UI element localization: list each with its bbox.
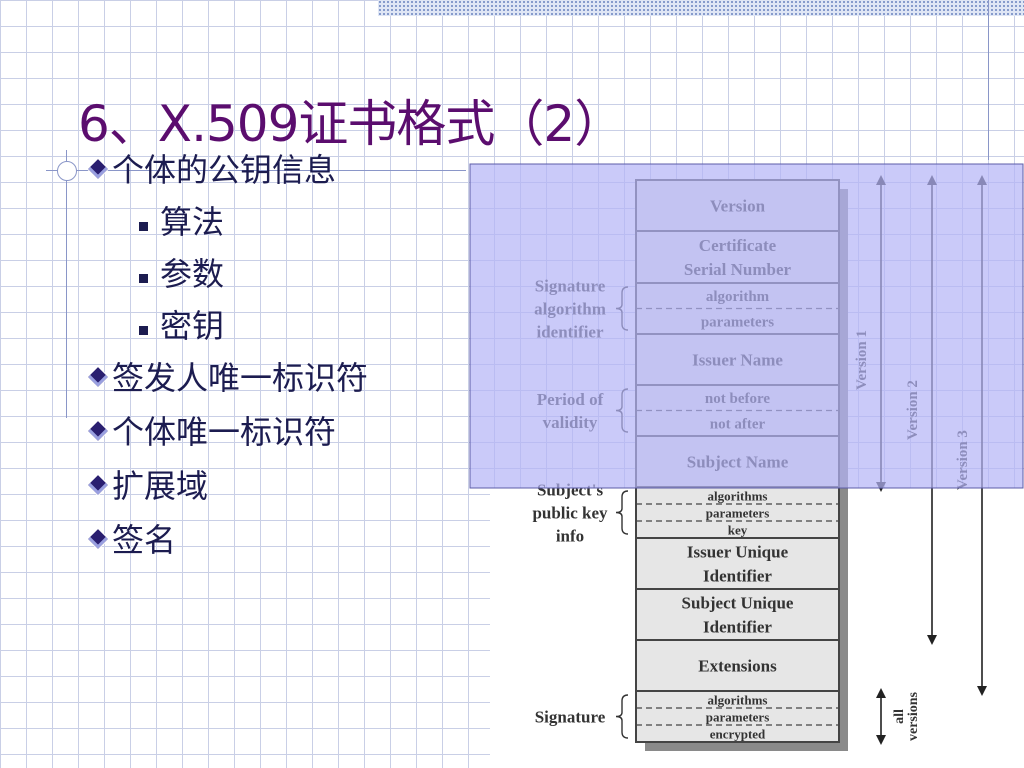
subfield-label: parameters	[706, 710, 770, 725]
sub-bullet-item: 密钥	[136, 306, 224, 346]
brace-label: Signature	[535, 707, 606, 726]
bullet-text: 个体的公钥信息	[112, 151, 337, 189]
sub-bullet-text: 参数	[160, 255, 225, 293]
decor-circle-icon	[57, 161, 77, 181]
decor-horizontal-rule	[46, 170, 466, 171]
square-bullet-icon	[136, 254, 160, 294]
square-bullet-icon	[136, 202, 160, 242]
bullet-text: 个体唯一标识符	[112, 413, 337, 451]
bullet-item: 签名	[86, 520, 176, 560]
bullet-text: 扩展域	[112, 467, 209, 505]
sub-bullet-item: 参数	[136, 254, 224, 294]
bullet-item: 个体的公钥信息	[86, 150, 336, 190]
all-versions-label: allversions	[892, 691, 921, 741]
field-label: Extensions	[698, 656, 777, 675]
brace-shape	[615, 694, 629, 739]
brace-shape	[615, 490, 629, 535]
slide-title: 6、X.509证书格式（2）	[78, 95, 624, 153]
bullet-item: 签发人唯一标识符	[86, 358, 368, 398]
field-box	[635, 690, 840, 743]
decor-vertical-line	[988, 0, 989, 160]
sub-bullet-text: 算法	[160, 203, 225, 241]
subfield-label: parameters	[706, 506, 770, 521]
bullet-item: 扩展域	[86, 466, 208, 506]
subfield-label: algorithms	[708, 489, 768, 504]
bullet-item: 个体唯一标识符	[86, 412, 336, 452]
bullet-text: 签发人唯一标识符	[112, 359, 369, 397]
highlight-overlay	[469, 163, 1024, 489]
square-bullet-icon	[136, 306, 160, 346]
field-box	[635, 588, 840, 641]
sub-bullet-item: 算法	[136, 202, 224, 242]
decor-vertical-rule	[66, 150, 67, 418]
subfield-label: encrypted	[710, 727, 766, 742]
subfield-label: key	[728, 523, 748, 538]
bullet-text: 签名	[112, 521, 177, 559]
top-dotted-band	[378, 0, 1024, 16]
sub-bullet-text: 密钥	[160, 307, 225, 345]
subfield-label: algorithms	[708, 693, 768, 708]
